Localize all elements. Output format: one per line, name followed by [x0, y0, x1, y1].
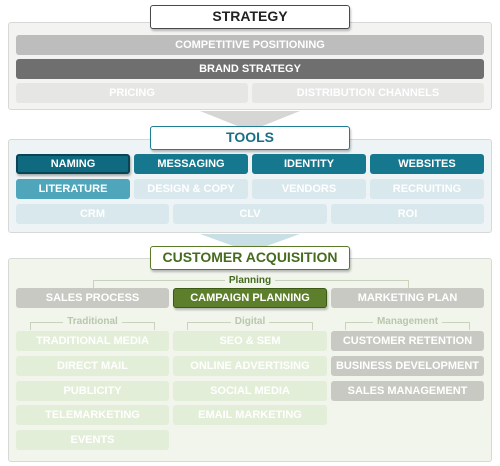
- strategy-title: STRATEGY: [150, 5, 350, 29]
- crm-box[interactable]: CRM: [16, 204, 169, 224]
- sales-process-box[interactable]: SALES PROCESS: [16, 288, 169, 308]
- tools-to-customer-arrow: [200, 234, 300, 256]
- customer-retention-box[interactable]: CUSTOMER RETENTION: [331, 331, 484, 351]
- strategy-to-tools-arrow: [200, 111, 300, 133]
- websites-box[interactable]: WEBSITES: [370, 154, 484, 174]
- social-media-box[interactable]: SOCIAL MEDIA: [173, 381, 327, 401]
- sales-management-box[interactable]: SALES MANAGEMENT: [331, 381, 484, 401]
- design-copy-box[interactable]: DESIGN & COPY: [134, 179, 248, 199]
- management-label-text: Management: [372, 316, 443, 327]
- traditional-media-box[interactable]: TRADITIONAL MEDIA: [16, 331, 169, 351]
- telemarketing-box[interactable]: TELEMARKETING: [16, 405, 169, 425]
- digital-label-text: Digital: [230, 316, 270, 327]
- distribution-channels-box[interactable]: DISTRIBUTION CHANNELS: [252, 83, 484, 103]
- online-advertising-box[interactable]: ONLINE ADVERTISING: [173, 356, 327, 376]
- brand-strategy-box[interactable]: BRAND STRATEGY: [16, 59, 484, 79]
- planning-label: Planning: [170, 275, 330, 286]
- literature-box[interactable]: LITERATURE: [16, 179, 130, 199]
- naming-box[interactable]: NAMING: [16, 154, 130, 174]
- pricing-box[interactable]: PRICING: [16, 83, 248, 103]
- messaging-box[interactable]: MESSAGING: [134, 154, 248, 174]
- events-box[interactable]: EVENTS: [16, 430, 169, 450]
- roi-box[interactable]: ROI: [331, 204, 484, 224]
- marketing-plan-box[interactable]: MARKETING PLAN: [331, 288, 484, 308]
- publicity-box[interactable]: PUBLICITY: [16, 381, 169, 401]
- digital-label: Digital: [173, 316, 327, 327]
- management-label: Management: [331, 316, 484, 327]
- seo-sem-box[interactable]: SEO & SEM: [173, 331, 327, 351]
- traditional-label: Traditional: [16, 316, 169, 327]
- recruiting-box[interactable]: RECRUITING: [370, 179, 484, 199]
- competitive-positioning-box[interactable]: COMPETITIVE POSITIONING: [16, 35, 484, 55]
- campaign-planning-box[interactable]: CAMPAIGN PLANNING: [173, 288, 327, 308]
- planning-label-text: Planning: [224, 275, 276, 286]
- clv-box[interactable]: CLV: [173, 204, 327, 224]
- business-development-box[interactable]: BUSINESS DEVELOPMENT: [331, 356, 484, 376]
- vendors-box[interactable]: VENDORS: [252, 179, 366, 199]
- tools-title: TOOLS: [150, 126, 350, 150]
- identity-box[interactable]: IDENTITY: [252, 154, 366, 174]
- traditional-label-text: Traditional: [63, 316, 122, 327]
- direct-mail-box[interactable]: DIRECT MAIL: [16, 356, 169, 376]
- customer-acquisition-title: CUSTOMER ACQUISITION: [150, 246, 350, 270]
- email-marketing-box[interactable]: EMAIL MARKETING: [173, 405, 327, 425]
